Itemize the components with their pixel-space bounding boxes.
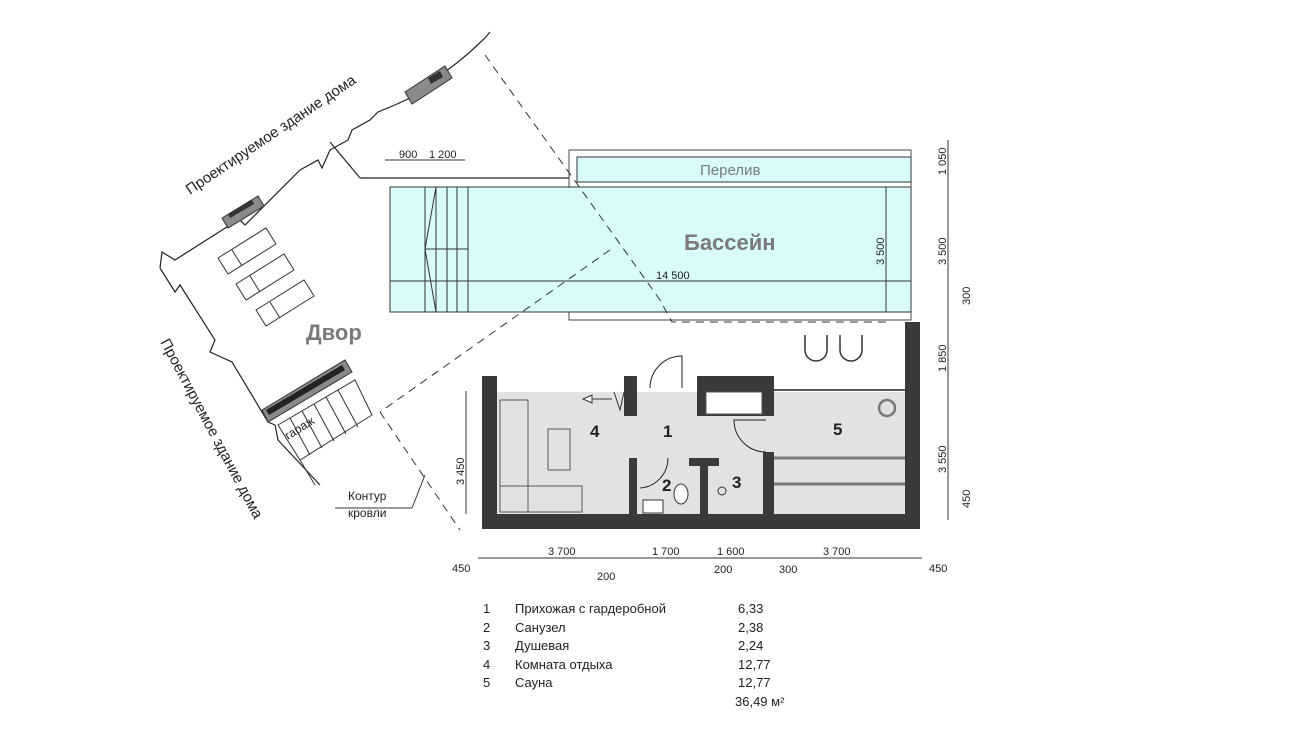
entrance-door	[649, 355, 683, 389]
shower-head	[717, 486, 727, 496]
legend-name: Душевая	[515, 638, 570, 653]
house-label-left: Проектируемое здание дома	[156, 336, 266, 522]
right-dim-5: 3 550	[937, 445, 949, 473]
house-left-outline	[159, 267, 321, 486]
roof-contour	[379, 54, 890, 531]
legend-num: 2	[483, 619, 491, 635]
step-dim-2: 1 200	[429, 149, 457, 161]
wc-door	[639, 457, 669, 489]
legend-name: Комната отдыха	[515, 656, 613, 672]
overflow-label: Перелив	[700, 162, 760, 179]
legend-area: 6,33	[738, 601, 764, 616]
bottom-dim-3: 200	[597, 571, 615, 583]
overflow-channel	[576, 156, 912, 183]
right-dim-1: 1 050	[937, 147, 949, 175]
sink	[642, 499, 664, 514]
outdoor-chair	[804, 335, 828, 362]
pool-label: Бассейн	[684, 230, 776, 255]
legend-area: 12,77	[738, 656, 771, 672]
legend-total: 36,49 м²	[735, 693, 785, 709]
legend-num: 5	[483, 675, 491, 690]
legend-name: Сауна	[515, 675, 553, 690]
legend-name: Прихожая с гардеробной	[515, 601, 666, 616]
window-block	[221, 65, 453, 229]
bottom-dim-8: 3 700	[823, 546, 851, 558]
right-dim-6: 450	[961, 490, 973, 508]
pool-steps	[424, 186, 469, 313]
legend-area: 12,77	[738, 675, 771, 690]
sun-loungers	[217, 227, 315, 327]
yard-label: Двор	[306, 320, 362, 345]
toilet	[673, 483, 689, 505]
pool	[389, 186, 912, 313]
legend-num: 3	[483, 638, 491, 653]
bottom-dim-5: 200	[714, 564, 732, 576]
bottom-dim-9: 450	[929, 563, 947, 575]
legend-area: 2,24	[738, 638, 764, 653]
right-dim-2: 3 500	[937, 237, 949, 265]
room-number-3: 3	[732, 473, 741, 492]
legend-num: 4	[483, 656, 491, 672]
house-label-top: Проектируемое здание дома	[183, 71, 360, 198]
room-number-4: 4	[590, 422, 600, 441]
bottom-dim-2: 3 700	[548, 546, 576, 558]
legend-num: 1	[483, 601, 491, 616]
sofa	[499, 399, 583, 513]
roof-contour-label-2: кровли	[348, 506, 386, 520]
wardrobe	[705, 391, 763, 415]
sauna-door	[733, 419, 767, 453]
bottom-dim-7: 300	[779, 564, 797, 576]
bottom-dim-1: 450	[452, 563, 470, 575]
room-number-1: 1	[663, 422, 672, 441]
room-number-2: 2	[662, 476, 671, 495]
right-dim-3: 300	[961, 287, 973, 305]
garage	[261, 359, 373, 486]
step-dim-1: 900	[399, 149, 417, 161]
room-number-5: 5	[833, 420, 842, 439]
right-dim-4: 1 850	[937, 344, 949, 372]
roof-contour-label-1: Контур	[348, 489, 387, 503]
legend-area: 2,38	[738, 619, 764, 635]
outdoor-chair	[839, 335, 863, 362]
bottom-dim-6: 1 600	[717, 546, 745, 558]
pool-width-dim: 3 500	[875, 237, 887, 265]
bottom-dim-4: 1 700	[652, 546, 680, 558]
spring-icon	[613, 391, 629, 412]
pool-length-dim: 14 500	[656, 270, 690, 282]
legend-name: Санузел	[515, 619, 566, 635]
building-height-dim: 3 450	[455, 457, 467, 485]
sauna-stove	[877, 398, 897, 418]
